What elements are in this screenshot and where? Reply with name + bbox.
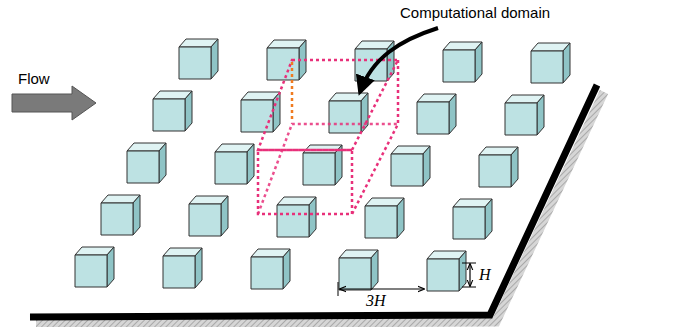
cube-face bbox=[397, 198, 404, 238]
hidden-edge bbox=[291, 62, 294, 122]
cube-face bbox=[163, 256, 195, 288]
plate-shadow bbox=[36, 92, 604, 324]
flow-label: Flow bbox=[18, 70, 50, 88]
cube-face bbox=[329, 101, 361, 133]
cube-face bbox=[75, 255, 107, 287]
cube-face bbox=[443, 50, 475, 82]
plate-edge bbox=[30, 85, 597, 317]
dimension-label: H bbox=[479, 266, 491, 284]
pointer-arrow bbox=[360, 28, 438, 92]
cube-face bbox=[267, 48, 299, 80]
cube-face bbox=[505, 103, 537, 135]
callout-label: Computational domain bbox=[400, 4, 550, 22]
cube-face bbox=[417, 102, 449, 134]
cube-face bbox=[215, 152, 247, 184]
cube-face bbox=[277, 205, 309, 237]
dimension-label: 3H bbox=[366, 292, 386, 310]
cube-face bbox=[537, 95, 544, 135]
spacing-dimension bbox=[340, 288, 424, 289]
cube-face bbox=[283, 249, 290, 289]
cube-face bbox=[563, 43, 570, 83]
height-dimension bbox=[469, 264, 470, 286]
cube-face bbox=[241, 100, 273, 132]
cube-face bbox=[339, 258, 371, 290]
cube-face bbox=[459, 251, 466, 291]
cube-face bbox=[511, 147, 518, 187]
cube-face bbox=[251, 257, 283, 289]
cube-face bbox=[303, 153, 335, 185]
flow-arrow bbox=[12, 86, 96, 120]
cube-face bbox=[365, 206, 397, 238]
cube-face bbox=[153, 99, 185, 131]
cube-face bbox=[127, 151, 159, 183]
cube-face bbox=[531, 51, 563, 83]
cube-face bbox=[391, 154, 423, 186]
cube-face bbox=[479, 155, 511, 187]
extension-line bbox=[462, 263, 476, 264]
cube-face bbox=[427, 259, 459, 291]
cube-face bbox=[423, 146, 430, 186]
cube-face bbox=[221, 196, 228, 236]
cube-face bbox=[107, 247, 114, 287]
cube-array bbox=[75, 39, 570, 291]
cube-face bbox=[485, 199, 492, 239]
cube-face bbox=[101, 203, 133, 235]
cube-face bbox=[211, 39, 218, 79]
cube-face bbox=[309, 197, 316, 237]
extension-line bbox=[462, 287, 476, 288]
cube-face bbox=[179, 47, 211, 79]
cube-face bbox=[475, 42, 482, 82]
cube-face bbox=[133, 195, 140, 235]
cube-face bbox=[355, 49, 387, 81]
computational-domain-box bbox=[258, 60, 398, 214]
cube-face bbox=[247, 144, 254, 184]
cube-face bbox=[453, 207, 485, 239]
extension-line bbox=[338, 282, 339, 296]
cube-face bbox=[371, 250, 378, 290]
cube-face bbox=[449, 94, 456, 134]
cube-face bbox=[159, 143, 166, 183]
cube-face bbox=[195, 248, 202, 288]
cube-face bbox=[189, 204, 221, 236]
cube-face bbox=[185, 91, 192, 131]
